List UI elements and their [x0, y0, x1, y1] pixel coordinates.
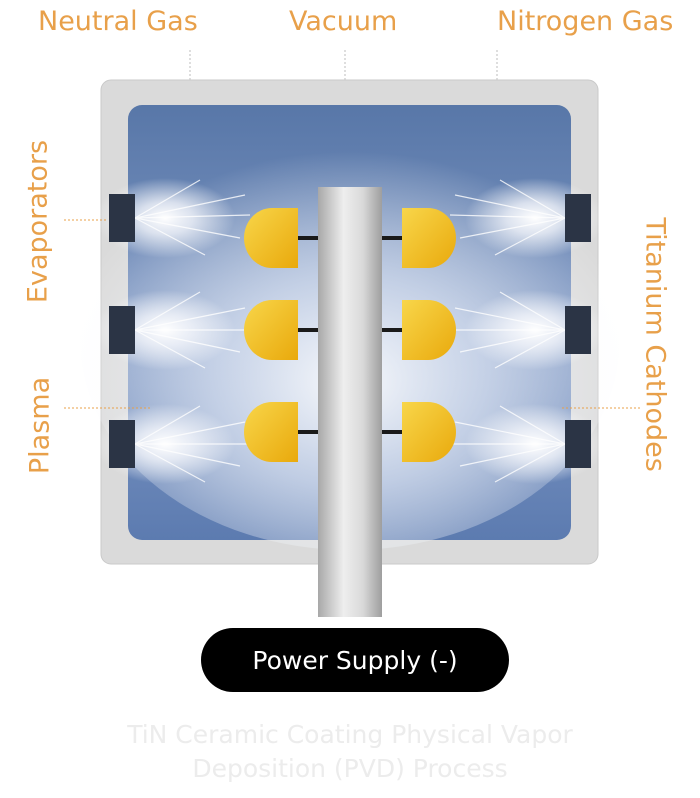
titanium-cathode-right-1 — [565, 194, 591, 242]
vacuum-label: Vacuum — [289, 6, 398, 37]
evaporator-cathode-left-2 — [109, 306, 135, 354]
part-holder-arms — [298, 236, 402, 434]
titanium-cathodes-label: Titanium Cathodes — [639, 217, 671, 472]
coated-part-left-2 — [244, 300, 298, 360]
power-supply-badge: Power Supply (-) — [201, 628, 509, 692]
coated-part-right-3 — [402, 402, 456, 462]
evaporators-label: Evaporators — [22, 139, 54, 304]
substrate-rod — [318, 187, 382, 617]
neutral-gas-label: Neutral Gas — [38, 6, 198, 37]
nitrogen-gas-label: Nitrogen Gas — [497, 6, 674, 37]
evaporator-cathode-left-3 — [109, 420, 135, 468]
coated-part-right-2 — [402, 300, 456, 360]
evaporator-cathode-left-1 — [109, 194, 135, 242]
titanium-cathode-right-3 — [565, 420, 591, 468]
coated-part-left-3 — [244, 402, 298, 462]
plasma-label: Plasma — [24, 376, 56, 475]
titanium-cathode-right-2 — [565, 306, 591, 354]
caption-line-1: TiN Ceramic Coating Physical Vapor — [127, 720, 573, 749]
coated-part-left-1 — [244, 208, 298, 268]
caption-line-2: Deposition (PVD) Process — [192, 754, 508, 783]
diagram-caption: TiN Ceramic Coating Physical Vapor Depos… — [80, 718, 620, 786]
coated-part-right-1 — [402, 208, 456, 268]
